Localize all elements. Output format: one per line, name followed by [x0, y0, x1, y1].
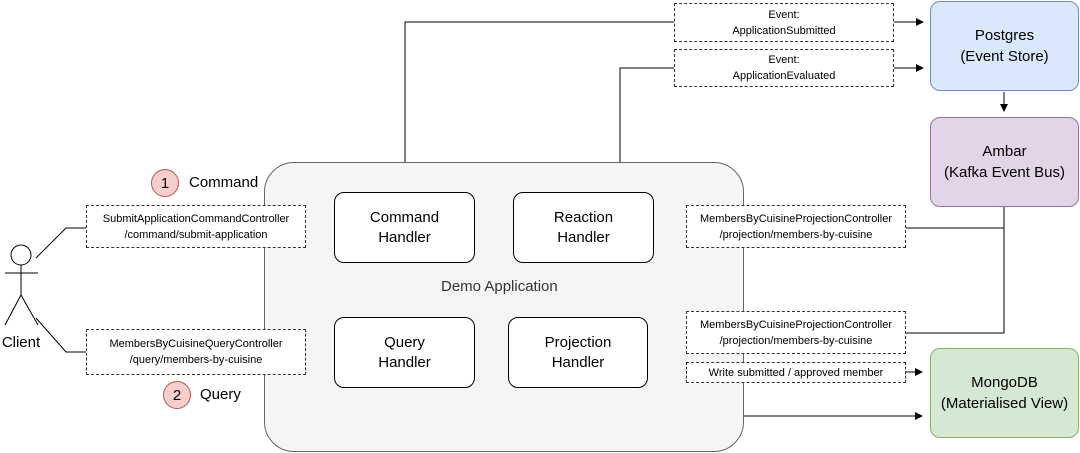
reaction-handler: Reaction Handler	[513, 192, 654, 263]
demo-application-title: Demo Application	[441, 278, 558, 295]
command-handler: Command Handler	[334, 192, 475, 263]
write-member-label: Write submitted / approved member	[686, 362, 906, 383]
mongodb-materialised-view: MongoDB (Materialised View)	[930, 348, 1079, 438]
postgres-event-store: Postgres (Event Store)	[930, 1, 1079, 91]
step-1-badge: 1	[151, 169, 179, 197]
ambar-event-bus: Ambar (Kafka Event Bus)	[930, 117, 1079, 207]
projection-handler: Projection Handler	[508, 317, 648, 388]
projection-controller-label-bottom: MembersByCuisineProjectionController /pr…	[686, 311, 906, 354]
event-application-submitted-label: Event: ApplicationSubmitted	[674, 3, 894, 42]
submit-application-controller-label: SubmitApplicationCommandController /comm…	[86, 205, 306, 248]
query-handler: Query Handler	[334, 317, 475, 388]
projection-controller-label-top: MembersByCuisineProjectionController /pr…	[686, 205, 906, 248]
step-2-label: Query	[200, 386, 241, 403]
client-actor-icon	[4, 244, 39, 326]
members-by-cuisine-query-controller-label: MembersByCuisineQueryController /query/m…	[86, 329, 306, 375]
step-2-badge: 2	[163, 381, 191, 409]
step-1-label: Command	[189, 174, 259, 191]
client-label: Client	[1, 334, 41, 351]
event-application-evaluated-label: Event: ApplicationEvaluated	[674, 49, 894, 87]
